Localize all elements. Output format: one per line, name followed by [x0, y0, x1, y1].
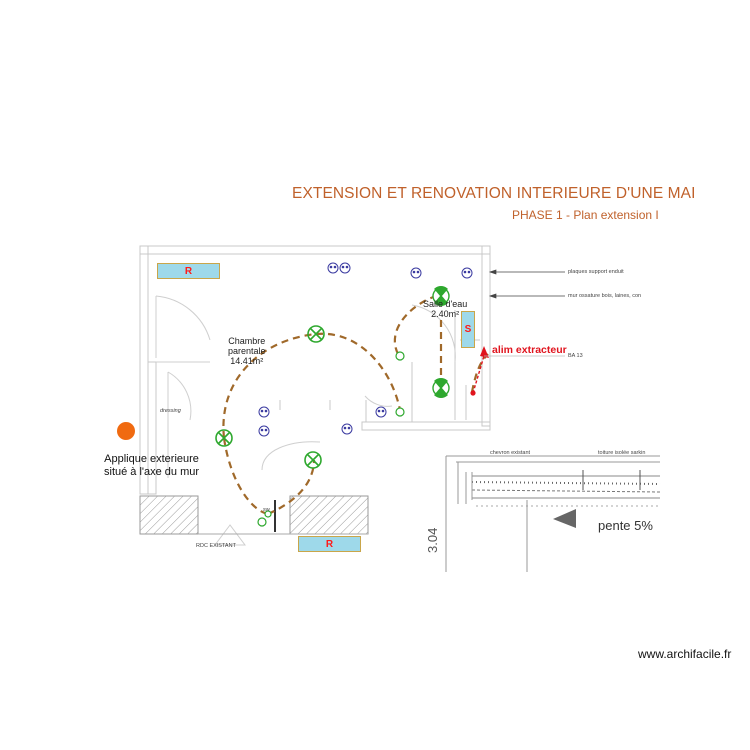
ceiling-light-icon: [215, 429, 233, 447]
room-area: 2.40m²: [431, 309, 460, 319]
socket-icon: [410, 267, 422, 279]
rdc-label: RDC EXISTANT: [196, 543, 236, 549]
leader-lines: [484, 269, 565, 357]
ceiling-light-icon: [307, 325, 325, 343]
extractor-arrow: [470, 346, 489, 396]
walls: [139, 245, 491, 495]
room-label-chambre: Chambre parentale 14.41m²: [228, 336, 266, 366]
room-area: 14.41m²: [230, 356, 264, 366]
watermark[interactable]: www.archifacile.fr: [638, 647, 732, 661]
socket-icon: [258, 425, 270, 437]
switch-icon: [395, 407, 405, 417]
door-swings: [155, 295, 456, 546]
room-name-line1: Chambre: [228, 336, 266, 346]
annotation-ba13: BA 13: [568, 353, 583, 359]
radiator-bottom: R: [298, 536, 361, 552]
applique-line1: Applique exterieure: [104, 453, 199, 465]
socket-icon: [341, 423, 353, 435]
slope-arrow-icon: [553, 509, 576, 528]
radiator-top: R: [157, 263, 220, 279]
sockets: [258, 262, 473, 437]
ceiling-lights: [215, 325, 325, 469]
applique-label: Applique exterieure situé à l'axe du mur: [104, 453, 199, 479]
applique-icon: [117, 422, 135, 440]
electric-circuit: [222, 294, 489, 516]
switch-icon: [257, 517, 267, 527]
slope-label: pente 5%: [598, 518, 653, 533]
switch-icon: [264, 510, 272, 518]
socket-icon: [258, 406, 270, 418]
socket-icon: [339, 262, 351, 274]
ceiling-light-icon: [304, 451, 322, 469]
annotation-plaques: plaques support enduit: [568, 269, 624, 275]
bathroom-light-icon: [432, 378, 450, 398]
alim-extracteur-label: alim extracteur: [492, 344, 567, 356]
socket-icon: [327, 262, 339, 274]
switches: [257, 351, 405, 527]
room-label-dressing: dressing: [160, 408, 181, 414]
hatched-wall-left: [139, 495, 199, 535]
switch-icon: [395, 351, 405, 361]
hatched-wall-right: [289, 495, 369, 535]
towel-radiator: S: [461, 311, 475, 348]
applique-line2: situé à l'axe du mur: [104, 466, 200, 478]
annotation-sw: sw: [263, 507, 270, 513]
dimension-label: 3.04: [425, 527, 440, 553]
socket-icon: [375, 406, 387, 418]
page-title: EXTENSION ET RENOVATION INTERIEURE D'UNE…: [292, 185, 696, 202]
room-name: Salle d'eau: [423, 299, 468, 309]
annotation-chevron: chevron existant: [490, 450, 531, 456]
room-name-line2: parentale: [228, 346, 266, 356]
bed-outline: [261, 441, 321, 471]
room-label-salle: Salle d'eau 2.40m²: [423, 299, 467, 319]
annotation-mur: mur ossature bois, laines, con: [568, 293, 642, 299]
bathroom-light-icon: [432, 286, 450, 306]
section-detail: [445, 455, 661, 572]
bathroom-lights: [432, 286, 450, 398]
socket-icon: [461, 267, 473, 279]
annotation-toiture: toiture isolée sarkin: [598, 450, 646, 456]
page-subtitle: PHASE 1 - Plan extension I: [512, 208, 659, 222]
